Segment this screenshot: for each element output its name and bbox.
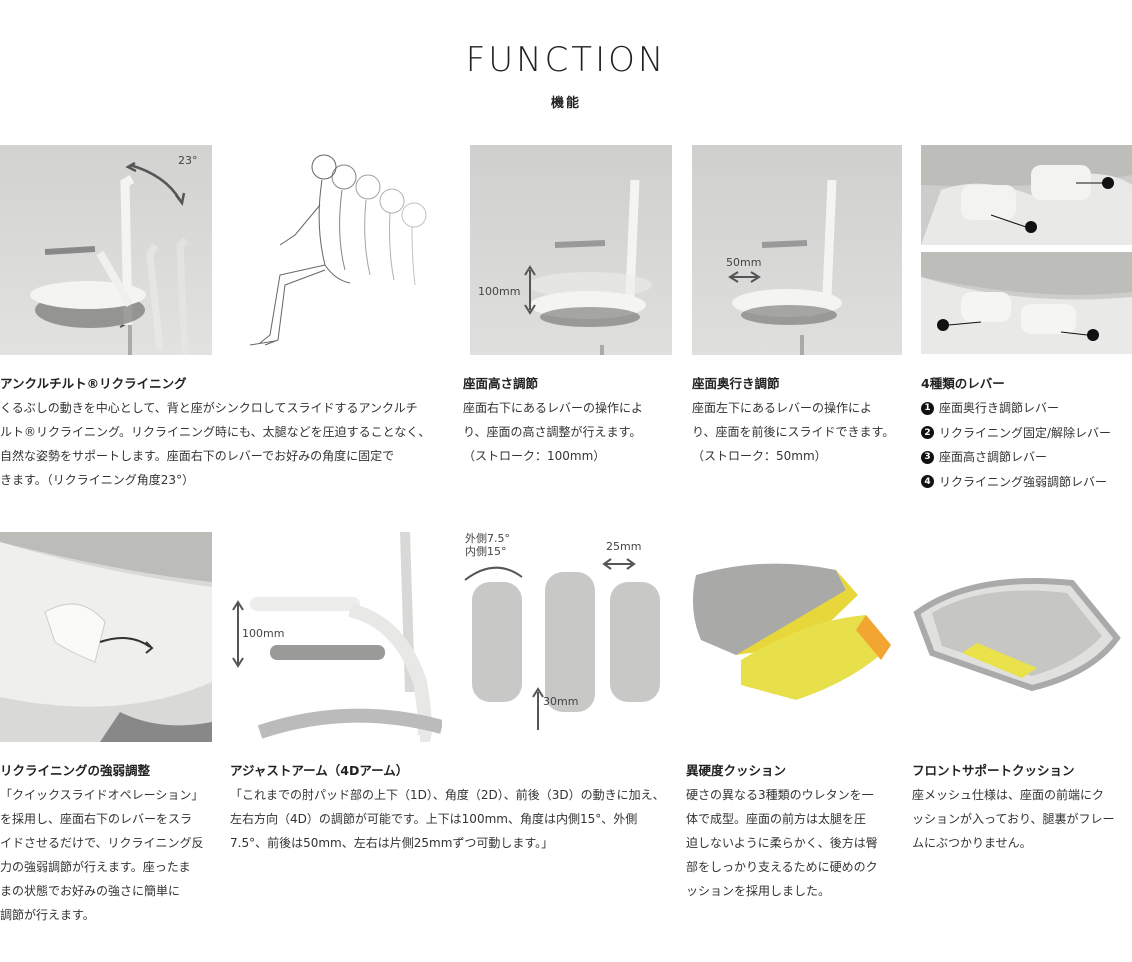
ankle-tilt-photo: 23° (0, 145, 212, 355)
seat-height-photo: 100mm (470, 145, 672, 355)
cushion-title: 異硬度クッション (686, 763, 787, 778)
arm-rotation-label: 外側7.5° 内側15° (465, 532, 510, 558)
arm-height-photo: 100mm (230, 532, 442, 742)
cushion-text: 硬さの異なる3種類のウレタンを一 体で成型。座面の前方は太腿を圧 迫しないように… (686, 788, 878, 898)
seat-depth-photo: 50mm (692, 145, 902, 355)
lever-closeup-top (921, 145, 1132, 245)
seat-height-title: 座面高さ調節 (463, 376, 539, 391)
seat-depth-text: 座面左下にあるレバーの操作によ り、座面を前後にスライドできます。 （ストローク… (692, 401, 895, 463)
skeleton-diagram (240, 145, 440, 355)
arm-width-label: 25mm (606, 540, 642, 553)
lever-closeup-bottom (921, 252, 1132, 354)
number-badge-icon: 2 (921, 426, 934, 440)
front-support-photo (912, 568, 1132, 698)
number-badge-icon: 3 (921, 450, 934, 464)
front-support-text: 座メッシュ仕様は、座面の前端にク ッションが入っており、腿裏がフレー ムにぶつか… (912, 788, 1115, 850)
adjust-arm-title: アジャストアーム（4Dアーム） (230, 763, 409, 778)
number-badge-icon: 1 (921, 401, 934, 415)
seat-depth-title: 座面奥行き調節 (692, 376, 780, 391)
arm-height-label: 100mm (242, 627, 285, 640)
seat-height-text: 座面右下にあるレバーの操作によ り、座面の高さ調整が行えます。 （ストローク：1… (463, 401, 644, 463)
arm-pad-rotation-photo: 外側7.5° 内側15° 25mm 30mm (460, 532, 672, 730)
recline-strength-title: リクライニングの強弱調整 (0, 763, 151, 778)
page-subtitle: 機能 (550, 96, 581, 111)
seat-height-label: 100mm (478, 285, 521, 298)
cushion-cutaway-photo (686, 550, 898, 705)
page-title: FUNCTION (465, 40, 667, 80)
seat-depth-label: 50mm (726, 256, 762, 269)
number-badge-icon: 4 (921, 475, 934, 489)
adjust-arm-text: 「これまでの肘パッド部の上下（1D）、角度（2D）、前後（3D）の動きに加え、 … (230, 788, 665, 850)
arm-depth-label: 30mm (543, 695, 579, 708)
recline-strength-text: 「クイックスライドオペレーション」 を採用し、座面右下のレバーをスラ イドさせる… (0, 788, 204, 922)
recline-strength-photo (0, 532, 212, 742)
front-support-title: フロントサポートクッション (912, 763, 1075, 778)
recline-angle-label: 23° (178, 154, 198, 167)
ankle-tilt-text: くるぶしの動きを中心として、背と座がシンクロしてスライドするアンクルチ ルト®リ… (0, 401, 431, 487)
levers-title: 4種類のレバー (921, 376, 1005, 391)
ankle-tilt-title: アンクルチルト®リクライニング (0, 376, 187, 391)
